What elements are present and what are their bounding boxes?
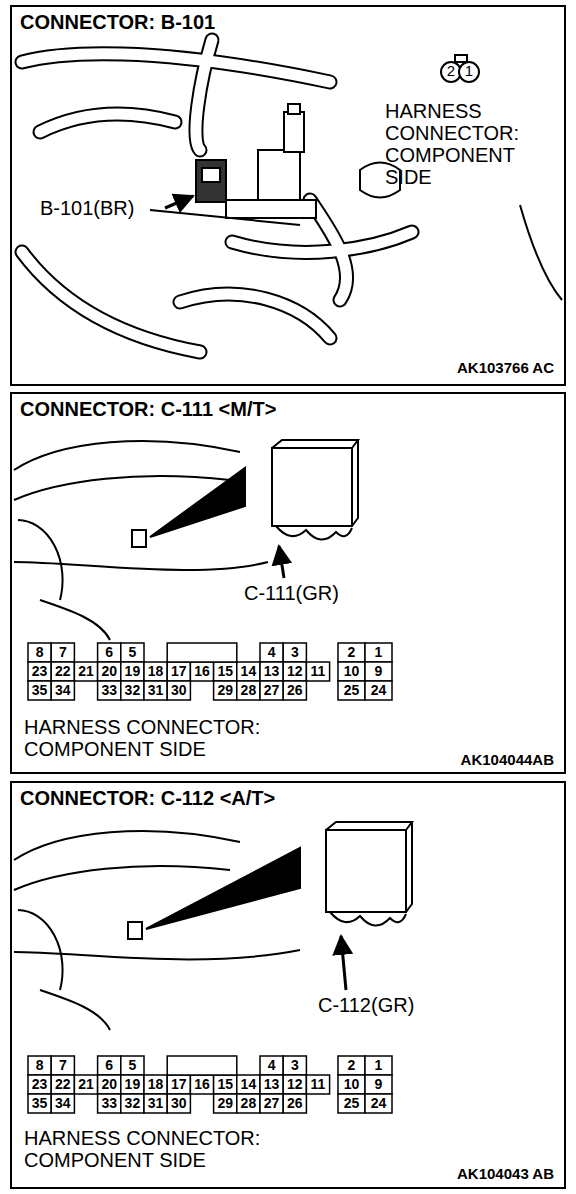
pin-number: 21: [74, 1075, 97, 1094]
pin-number: 15: [214, 1075, 237, 1094]
connector-panel: CONNECTOR: B-101: [10, 5, 566, 386]
pin-number: 33: [98, 681, 121, 700]
dashboard-illustration: [14, 440, 358, 640]
engine-bay-illustration: [22, 40, 562, 352]
empty-cavity: [167, 1056, 237, 1075]
figure-code: AK104043 AB: [457, 1166, 554, 1183]
pin-number: 8: [28, 643, 51, 662]
figure-code: AK104044AB: [461, 752, 554, 769]
pin-grid: [28, 643, 392, 700]
pin-number: 2: [338, 643, 365, 662]
pin-number: 26: [283, 681, 306, 700]
pin-number: 1: [365, 643, 392, 662]
pin-number: 10: [338, 1075, 365, 1094]
pin-number: 14: [237, 1075, 260, 1094]
pin-number: 31: [144, 681, 167, 700]
pin-number: 30: [167, 1094, 190, 1113]
pin-number: 17: [167, 662, 190, 681]
pin-number: 4: [260, 643, 283, 662]
view-note: HARNESS CONNECTOR: COMPONENT SIDE: [24, 716, 284, 760]
pin-number: 12: [283, 1075, 306, 1094]
pin-number: 26: [283, 1094, 306, 1113]
pin-number: 18: [144, 662, 167, 681]
pin-number: 34: [51, 1094, 74, 1113]
pin-number: 20: [98, 1075, 121, 1094]
pin-number: 6: [98, 1056, 121, 1075]
pin-number: 11: [306, 1075, 329, 1094]
pin-number: 15: [214, 662, 237, 681]
pin-number: 32: [121, 681, 144, 700]
pin-number: 25: [338, 681, 365, 700]
view-note: HARNESS CONNECTOR: COMPONENT SIDE: [24, 1127, 284, 1171]
pin-number: 9: [365, 1075, 392, 1094]
figure-code: AK103766 AC: [457, 360, 554, 377]
pin-number: 1: [462, 63, 476, 80]
pin-number: 35: [28, 681, 51, 700]
pin-number: 33: [98, 1094, 121, 1113]
pin-number: 8: [28, 1056, 51, 1075]
pin-number: 28: [237, 1094, 260, 1113]
pin-number: 29: [214, 681, 237, 700]
pin-number: 27: [260, 1094, 283, 1113]
pin-number: 7: [51, 643, 74, 662]
pin-number: 28: [237, 681, 260, 700]
pin-number: 13: [260, 1075, 283, 1094]
pin-number: 19: [121, 1075, 144, 1094]
pin-number: 21: [74, 662, 97, 681]
pin-number: 14: [237, 662, 260, 681]
pin-number: 4: [260, 1056, 283, 1075]
pin-number: 3: [283, 643, 306, 662]
pin-number: 2: [338, 1056, 365, 1075]
panel-title: CONNECTOR: B-101: [12, 7, 564, 38]
pin-number: 29: [214, 1094, 237, 1113]
pin-number: 16: [190, 1075, 213, 1094]
pin-number: 19: [121, 662, 144, 681]
pin-number: 27: [260, 681, 283, 700]
view-note: HARNESS CONNECTOR: COMPONENT SIDE: [385, 100, 535, 188]
pin-number: 5: [121, 643, 144, 662]
pin-number: 3: [283, 1056, 306, 1075]
pin-number: 17: [167, 1075, 190, 1094]
connector-name: C-111(GR): [244, 582, 339, 604]
pin-number: 1: [365, 1056, 392, 1075]
pin-number: 5: [121, 1056, 144, 1075]
pin-number: 35: [28, 1094, 51, 1113]
empty-cavity: [167, 643, 237, 662]
connector-name: C-112(GR): [318, 994, 414, 1016]
pin-number: 24: [365, 1094, 392, 1113]
pin-number: 2: [444, 63, 458, 80]
pin-number: 16: [190, 662, 213, 681]
pin-number: 18: [144, 1075, 167, 1094]
panel-title: CONNECTOR: C-111 <M/T>: [12, 394, 564, 425]
pin-number: 7: [51, 1056, 74, 1075]
pin-number: 13: [260, 662, 283, 681]
pin-number: 24: [365, 681, 392, 700]
pin-number: 6: [98, 643, 121, 662]
pin-number: 23: [28, 1075, 51, 1094]
pin-number: 30: [167, 681, 190, 700]
pin-number: 10: [338, 662, 365, 681]
panel-title: CONNECTOR: C-112 <A/T>: [12, 783, 564, 814]
pin-number: 22: [51, 662, 74, 681]
pin-number: 32: [121, 1094, 144, 1113]
pin-number: 11: [306, 662, 329, 681]
pin-number: 34: [51, 681, 74, 700]
pin-number: 31: [144, 1094, 167, 1113]
pin-grid: [28, 1056, 392, 1113]
pin-number: 23: [28, 662, 51, 681]
pin-number: 20: [98, 662, 121, 681]
pin-number: 25: [338, 1094, 365, 1113]
pin-number: 9: [365, 662, 392, 681]
pin-number: 12: [283, 662, 306, 681]
pin-number: 22: [51, 1075, 74, 1094]
connector-name: B-101(BR): [40, 197, 134, 219]
